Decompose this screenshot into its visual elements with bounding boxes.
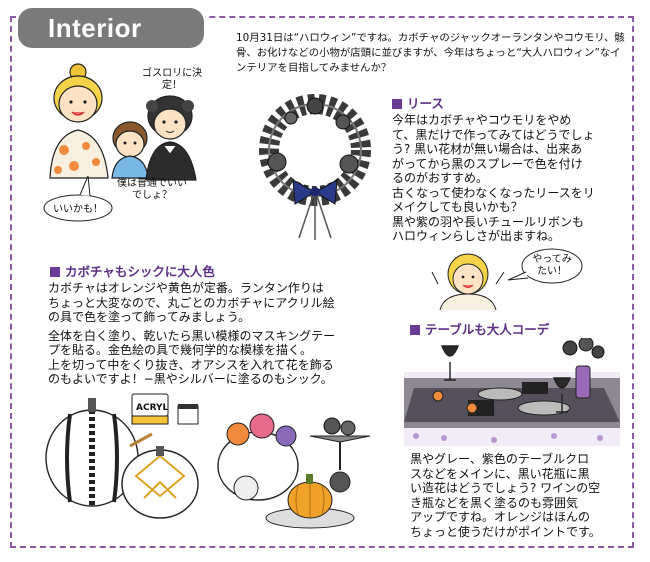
wreath-line: 古くなって使わなくなったリースをリ [392, 185, 595, 200]
heading-marker [410, 325, 420, 335]
pumpkin-heading: カボチャもシックに大人色 [50, 261, 215, 280]
acryl-label: ACRYL [136, 403, 169, 413]
wreath-line: 今年はカボチャやコウモリをやめ [392, 113, 572, 127]
intro-text: 10月31日は“ハロウィン”ですね。カボチャのジャックオーランタンやコウモリ、骸… [236, 32, 625, 74]
pumpkin-body: カボチャはオレンジや黄色が定番。ランタン作りは ちょっと大変なので、丸ごとのカボ… [48, 281, 388, 387]
pumpkin-line: ちょっと大変なので、丸ごとのカボチャにアクリル絵 [48, 295, 335, 310]
pumpkin-heading-text: カボチャもシックに大人色 [65, 264, 215, 279]
wreath-line: メイクしても良いかも？ [392, 200, 523, 214]
wreath-line: がってから黒のスプレーで色を付け [392, 156, 583, 171]
pumpkin-line: 上を切って中をくり抜き、オアシスを入れて花を飾る [48, 357, 334, 372]
wreath-body: 今年はカボチャやコウモリをやめ て、黒だけで作ってみてはどうでしょ う? 黒い花… [392, 113, 628, 244]
title-tab: Interior [18, 8, 204, 48]
wreath-line: ハロウィンらしさが出ますね。 [392, 229, 561, 243]
table-heading-text: テーブルも大人コーデ [425, 322, 550, 337]
table-line: い造花はどうでしょう? ワインの空 [410, 481, 601, 495]
characters-illustration [43, 63, 197, 222]
speech-girl: いいかも！ [53, 204, 103, 215]
table-line: 黒やグレー、紫色のテーブルクロ [410, 452, 590, 466]
page-title: Interior [48, 12, 142, 43]
pumpkin-line: の具で色を塗って飾ってみましょう。 [48, 310, 251, 324]
wreath-heading: リース [392, 93, 444, 112]
pumpkin-line: プを貼る。金色絵の具で幾何学的な模様を描く。 [48, 343, 313, 357]
speech-boy: 僕は普通でいいでしょ？ [117, 178, 187, 201]
table-line: スなどをメインに、黒い花瓶に黒 [410, 466, 590, 481]
table-line: き瓶などを黒く塗るのも雰囲気 [410, 495, 579, 510]
wreath-illustration [259, 94, 371, 240]
table-illustration [404, 338, 620, 446]
wreath-heading-text: リース [407, 96, 444, 111]
pumpkin-line: カボチャはオレンジや黄色が定番。ランタン作りは [48, 281, 324, 295]
speech-table: やってみたい！ [532, 254, 572, 277]
heading-marker [50, 267, 60, 277]
wreath-line: るのがおすすめ。 [392, 171, 489, 185]
table-heading: テーブルも大人コーデ [410, 319, 549, 338]
pumpkin-line: のもよいですよ！−黒やシルバーに塗るのもシック。 [48, 372, 333, 386]
table-line: ちょっと使うだけがポイントです。 [410, 524, 601, 539]
pumpkin-line: 全体を白く塗り、乾いたら黒い模様のマスキングテー [48, 328, 336, 343]
wreath-line: 黒や紫の羽や長いチュールリボンも [392, 214, 585, 229]
table-line: アップですね。オレンジはほんの [410, 510, 591, 524]
heading-marker [392, 99, 402, 109]
table-girl-illustration [431, 248, 583, 311]
pumpkins-illustration: ACRYL [45, 393, 371, 529]
wreath-line: て、黒だけで作ってみてはどうでしょ [392, 127, 595, 142]
page-frame [10, 16, 634, 548]
wreath-line: う? 黒い花材が無い場合は、出来あ [392, 142, 583, 156]
table-body: 黒やグレー、紫色のテーブルクロ スなどをメインに、黒い花瓶に黒 い造花はどうでし… [410, 452, 630, 539]
speech-gothic: ゴスロリに決定！ [141, 68, 203, 91]
